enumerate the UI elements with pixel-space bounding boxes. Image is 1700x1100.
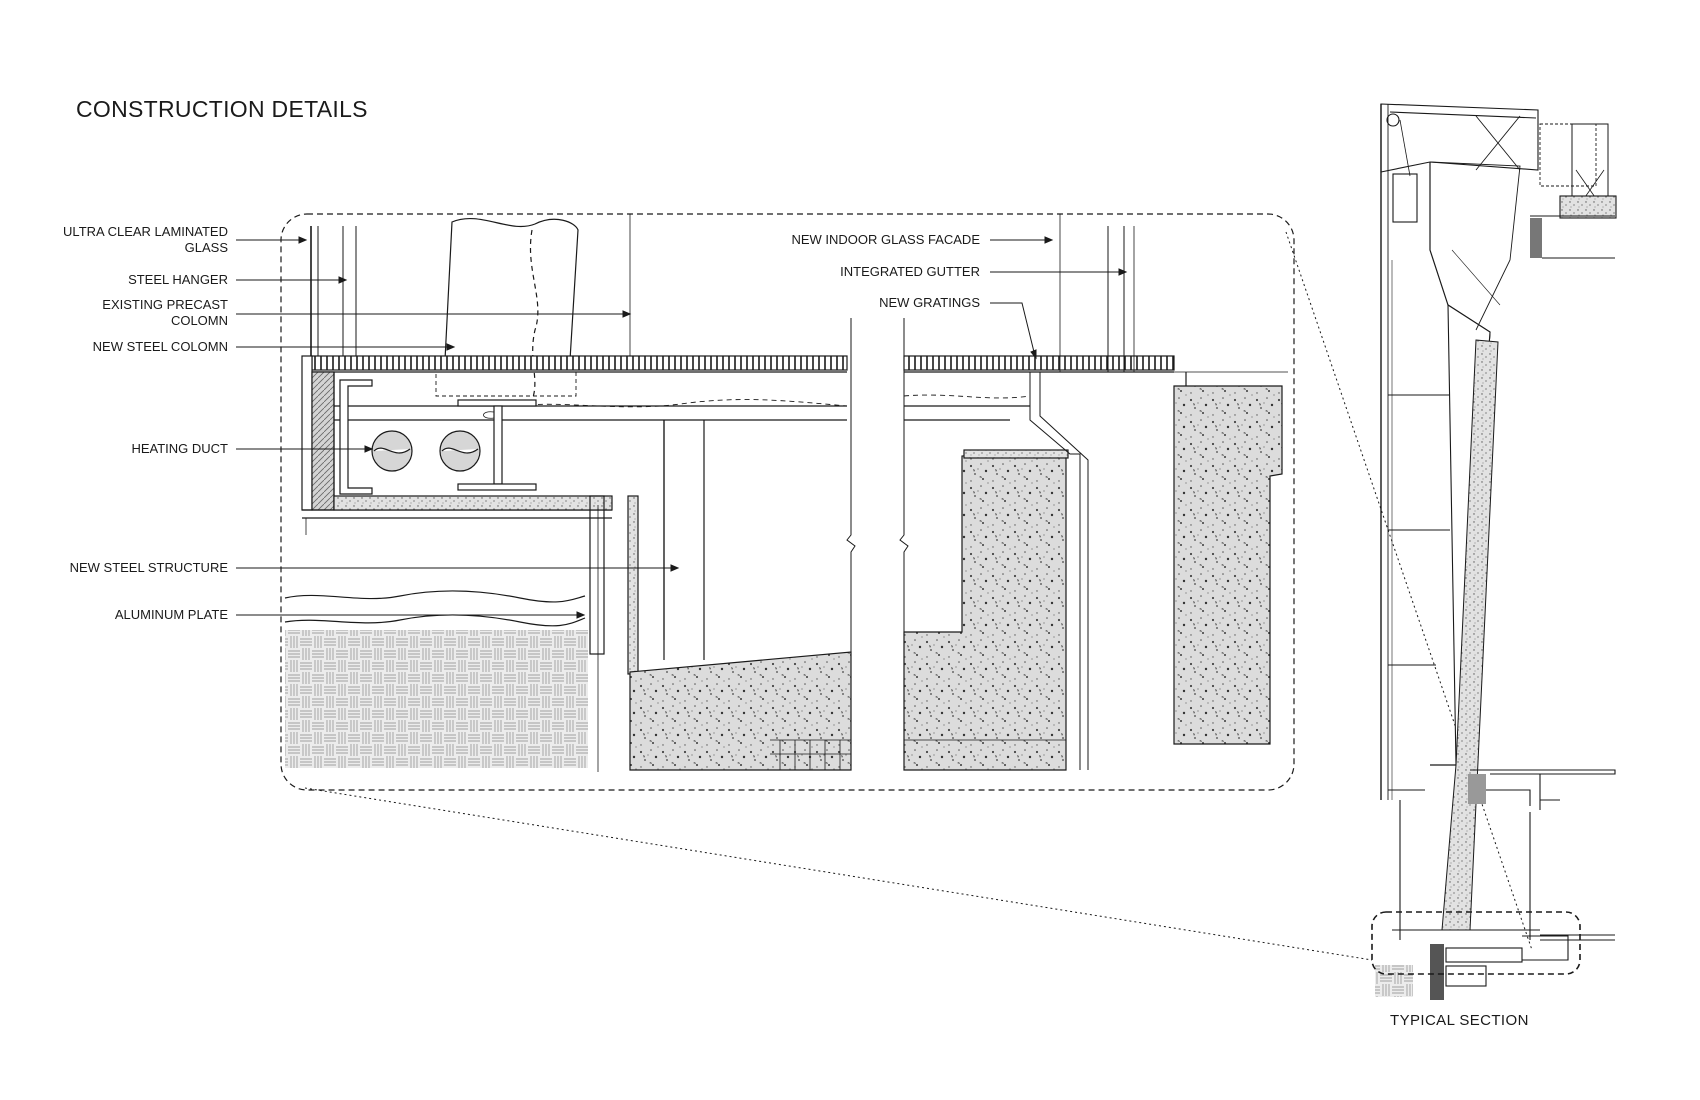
label-new-gratings: NEW GRATINGS — [879, 295, 980, 310]
label-ultra-clear-glass: ULTRA CLEAR LAMINATED GLASS — [40, 224, 228, 256]
label-heating-duct: HEATING DUCT — [131, 441, 228, 456]
label-new-steel-structure: NEW STEEL STRUCTURE — [69, 560, 228, 575]
label-aluminum-plate: ALUMINUM PLATE — [114, 607, 228, 622]
label-line: EXISTING PRECAST — [102, 297, 228, 312]
label-line: COLOMN — [170, 313, 228, 328]
label-new-indoor-glass-facade: NEW INDOOR GLASS FACADE — [791, 232, 980, 247]
label-integrated-gutter: INTEGRATED GUTTER — [840, 264, 980, 279]
typical-section — [1371, 103, 1617, 1000]
page-title: CONSTRUCTION DETAILS — [76, 96, 368, 122]
detail-content — [284, 214, 1288, 772]
section-caption: TYPICAL SECTION — [1390, 1012, 1529, 1029]
label-existing-precast-colomn: EXISTING PRECAST COLOMN — [40, 297, 228, 329]
detail-frame — [280, 213, 1295, 791]
leader-lines — [236, 236, 1128, 619]
label-new-steel-colomn: NEW STEEL COLOMN — [92, 339, 228, 354]
label-line: ULTRA CLEAR LAMINATED — [63, 224, 228, 239]
projection-line — [1285, 231, 1533, 951]
label-line: GLASS — [184, 240, 228, 255]
projection-line — [304, 787, 1373, 961]
label-steel-hanger: STEEL HANGER — [128, 272, 228, 287]
